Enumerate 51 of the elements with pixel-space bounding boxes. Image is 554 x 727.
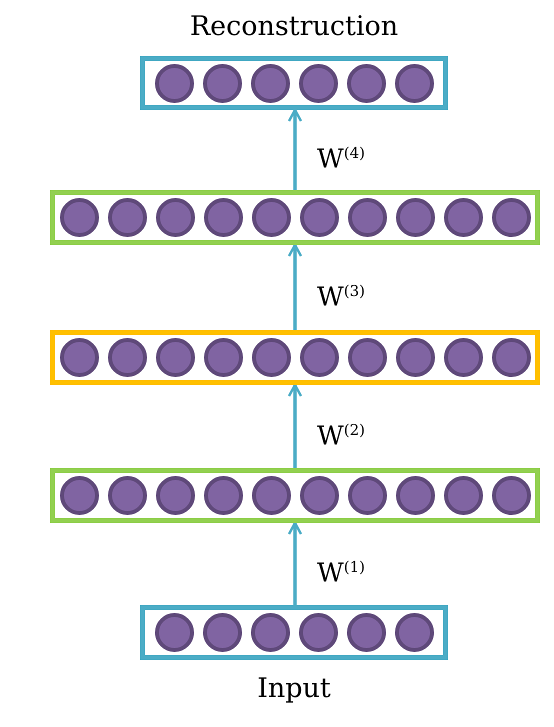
neuron-circle <box>346 613 386 652</box>
neuron-circle <box>156 476 194 515</box>
layer-box <box>50 190 540 245</box>
layer-label: Reconstruction <box>190 10 398 44</box>
neuron-circle <box>202 613 242 652</box>
neuron-circle <box>492 476 530 515</box>
neuron-circle <box>154 613 194 652</box>
neuron-circle <box>202 64 242 102</box>
arrow <box>288 108 302 190</box>
neuron-circle <box>108 198 146 237</box>
neuron-circle <box>396 338 434 377</box>
neuron-circle <box>60 198 98 237</box>
neuron-circle <box>492 338 530 377</box>
neuron-circle <box>154 64 194 102</box>
neuron-circle <box>394 64 434 102</box>
neuron-circle <box>298 64 338 102</box>
neuron-circle <box>346 64 386 102</box>
neuron-circle <box>444 338 482 377</box>
neuron-circle <box>348 198 386 237</box>
neuron-circle <box>394 613 434 652</box>
neuron-circle <box>300 476 338 515</box>
neuron-circle <box>252 338 290 377</box>
neuron-circle <box>204 338 242 377</box>
neuron-circle <box>444 198 482 237</box>
neuron-circle <box>156 338 194 377</box>
neuron-circle <box>250 613 290 652</box>
neuron-circle <box>108 476 146 515</box>
neuron-circle <box>60 476 98 515</box>
arrow <box>288 244 302 330</box>
neuron-circle <box>204 198 242 237</box>
neuron-circle <box>300 338 338 377</box>
neuron-circle <box>298 613 338 652</box>
neuron-circle <box>300 198 338 237</box>
neuron-circle <box>348 476 386 515</box>
neuron-circle <box>444 476 482 515</box>
neuron-circle <box>492 198 530 237</box>
layer-box <box>50 468 540 523</box>
layer-label: Input <box>257 672 331 706</box>
neuron-circle <box>252 476 290 515</box>
layer-box <box>50 330 540 385</box>
neuron-circle <box>348 338 386 377</box>
neuron-circle <box>250 64 290 102</box>
neuron-circle <box>204 476 242 515</box>
neuron-circle <box>108 338 146 377</box>
neuron-circle <box>60 338 98 377</box>
neuron-circle <box>252 198 290 237</box>
arrow <box>288 522 302 605</box>
neuron-circle <box>396 198 434 237</box>
neuron-circle <box>156 198 194 237</box>
neuron-circle <box>396 476 434 515</box>
arrow <box>288 384 302 468</box>
